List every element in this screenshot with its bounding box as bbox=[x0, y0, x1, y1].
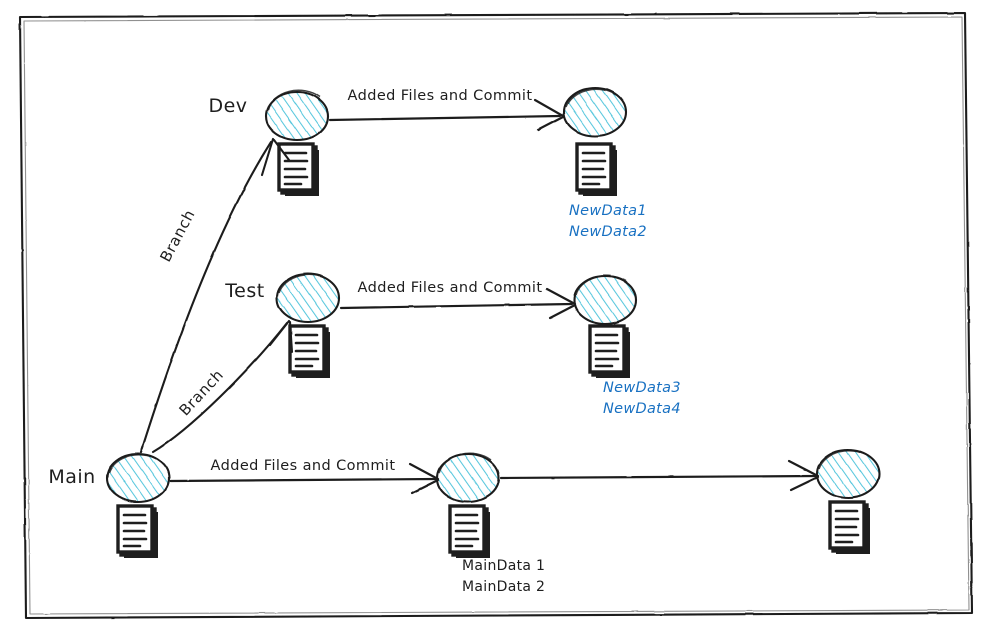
node-main-head[interactable] bbox=[815, 448, 881, 500]
doc-stack-main-head bbox=[828, 500, 870, 554]
branch-arrow-label-dev: Branch bbox=[156, 206, 198, 264]
edge-label-dev: Added Files and Commit bbox=[348, 88, 533, 104]
edge-label-main: Added Files and Commit bbox=[211, 458, 396, 474]
branch-row-main: Main Added Files an bbox=[48, 448, 881, 595]
branch-row-test: Test Added Files and Commit bbox=[224, 272, 681, 417]
doc-stack-dev-commit bbox=[575, 142, 617, 196]
data-file-label: NewData4 bbox=[603, 401, 681, 417]
doc-stack-main-start bbox=[116, 504, 158, 558]
doc-stack-test-start bbox=[288, 324, 330, 378]
node-label-main: Main bbox=[48, 466, 95, 488]
branch-arrow-label-test: Branch bbox=[175, 366, 227, 420]
data-file-label: NewData3 bbox=[603, 380, 681, 396]
node-main-start[interactable] bbox=[105, 452, 171, 504]
doc-stack-test-commit bbox=[588, 324, 630, 378]
node-test-start[interactable] bbox=[275, 272, 341, 324]
data-file-label: NewData1 bbox=[569, 203, 647, 219]
node-main-commit[interactable] bbox=[435, 452, 501, 504]
edge-dev-commit-arrow bbox=[328, 98, 565, 132]
node-dev-start[interactable] bbox=[264, 89, 330, 142]
branch-row-dev: Dev Added Files and Commit bbox=[208, 86, 647, 240]
data-file-label: MainData 2 bbox=[462, 579, 545, 595]
data-file-label: NewData2 bbox=[569, 224, 647, 240]
branch-arrow-main-to-test bbox=[151, 319, 294, 454]
node-label-test: Test bbox=[224, 280, 264, 302]
branch-arrow-main-to-dev bbox=[139, 137, 291, 454]
edge-test-commit-arrow bbox=[339, 287, 577, 320]
edge-main-commit-arrow bbox=[169, 462, 440, 495]
node-test-commit[interactable] bbox=[572, 274, 638, 326]
node-label-dev: Dev bbox=[208, 95, 247, 117]
data-file-label: MainData 1 bbox=[462, 558, 545, 574]
edge-main-head-arrow bbox=[499, 459, 820, 492]
doc-stack-dev-start bbox=[277, 142, 319, 196]
doc-stack-main-commit bbox=[448, 504, 490, 558]
edge-label-test: Added Files and Commit bbox=[358, 280, 543, 296]
canvas-frame bbox=[18, 11, 974, 620]
node-dev-commit[interactable] bbox=[562, 86, 628, 138]
